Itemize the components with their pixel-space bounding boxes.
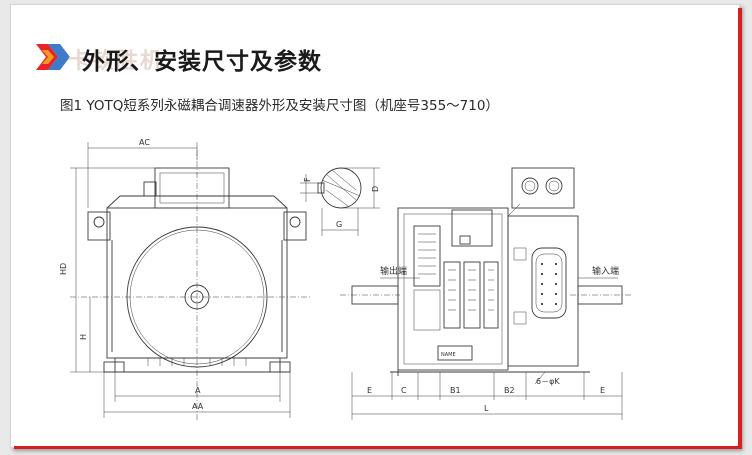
document-frame [10,4,740,448]
dim-e-right-label: E [600,386,605,395]
dim-b1-label: B1 [450,386,461,395]
frame-accent-bottom [14,446,742,449]
input-end-label: 输入端 [592,265,619,277]
output-end-label: 输出端 [380,265,407,277]
dim-e-left-label: E [367,386,372,395]
dim-f-label: F [303,177,312,182]
dim-c-label: C [401,386,407,395]
brand-watermark: 卡钦胜机 [68,49,165,74]
dim-holes-label: 6－φK [536,377,560,386]
dim-l-label: L [484,404,489,413]
dim-h-label: H [79,334,88,340]
heading-logo [34,38,74,76]
dim-aa-label: AA [192,402,204,411]
dim-g-label: G [336,220,342,229]
figure-caption: 图1 YOTQ短系列永磁耦合调速器外形及安装尺寸图（机座号355～710） [60,98,499,114]
page-title: 外形、安装尺寸及参数 [82,49,322,75]
dim-d-label: D [371,186,380,192]
dim-b2-label: B2 [504,386,515,395]
dim-a-label: A [195,386,201,395]
dim-ac-label: AC [139,138,150,147]
window-dots [540,262,558,306]
double-chevron-icon [36,44,70,70]
dim-hd-label: HD [59,263,68,275]
nameplate-label: NAME [441,352,456,358]
frame-accent-right [738,8,742,448]
